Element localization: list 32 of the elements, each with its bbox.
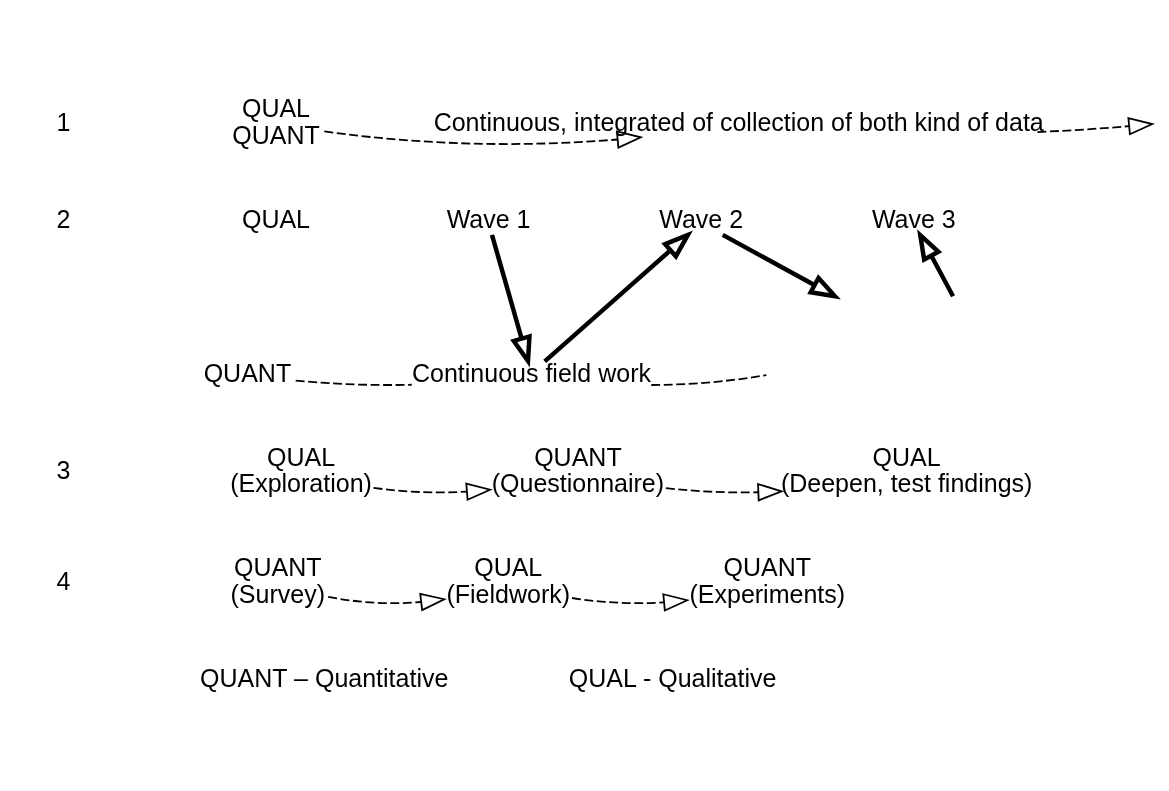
label: 4: [56, 566, 71, 595]
node-text: Continuous field work: [411, 358, 651, 387]
arrow: [721, 232, 841, 300]
node-text: QUAL (Exploration): [230, 442, 372, 498]
connector: [650, 374, 768, 386]
label: QUANT – Quantitative: [200, 664, 449, 693]
arrow: [327, 592, 447, 612]
arrow: [571, 593, 690, 612]
arrow: [372, 482, 493, 502]
arrow: [489, 234, 532, 368]
arrow: [665, 482, 785, 502]
arrow: [917, 229, 955, 298]
node-text: QUANT: [203, 358, 292, 387]
node-text: QUANT (Survey): [230, 553, 326, 609]
node-text: Wave 1: [446, 204, 531, 233]
arrow: [543, 230, 693, 364]
node-text: QUAL: [241, 204, 311, 233]
node-text: Wave 2: [659, 204, 744, 233]
node-text: Wave 3: [871, 204, 956, 233]
label: 2: [56, 204, 71, 233]
label: 3: [56, 455, 71, 484]
node-text: QUAL (Fieldwork): [446, 553, 571, 609]
node-text: Continuous, integrated of collection of both kind of data: [433, 107, 1044, 136]
label: 1: [56, 107, 71, 136]
node-text: QUANT (Questionnaire): [491, 442, 665, 498]
node-text: QUAL (Deepen, test findings): [780, 442, 1033, 498]
node-text: QUAL QUANT: [232, 94, 320, 149]
node-text: QUANT (Experiments): [689, 553, 846, 609]
arrow: [1036, 116, 1155, 136]
label: QUAL - Qualitative: [568, 664, 777, 693]
arrow: [323, 130, 644, 149]
connector: [294, 379, 413, 386]
